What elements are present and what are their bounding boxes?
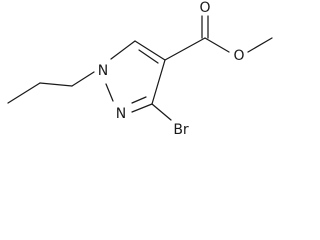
bond-o-ester-methyl bbox=[247, 37, 273, 53]
bond-c3-n2-inner bbox=[131, 96, 147, 104]
bond-c5-c4 bbox=[134, 40, 166, 61]
pyrazole-ring bbox=[105, 40, 166, 113]
atom-label-o-ester: O bbox=[233, 48, 244, 64]
bond-carbonyl-o-ester bbox=[204, 37, 230, 53]
bond-c4-c3 bbox=[151, 59, 166, 105]
ester-group bbox=[164, 15, 273, 61]
atom-label-n2: N bbox=[116, 106, 126, 122]
bond-n2-n1 bbox=[105, 83, 114, 102]
bond-propyl-ch2-n1 bbox=[71, 71, 95, 87]
bond-c5-c4-inner bbox=[138, 49, 159, 64]
bond-propyl-ch2-ch2 bbox=[39, 82, 73, 87]
atom-label-br: Br bbox=[173, 122, 189, 138]
molecule-structure: N N Br O O bbox=[7, 0, 273, 138]
atom-label-o-carbonyl: O bbox=[199, 0, 210, 16]
bond-c4-carbonyl-c bbox=[164, 37, 206, 61]
bond-c3-br bbox=[151, 103, 172, 121]
propyl-chain bbox=[7, 71, 95, 104]
atom-label-n1: N bbox=[98, 63, 108, 79]
bond-c3-n2 bbox=[131, 103, 153, 113]
bond-n1-c5 bbox=[110, 40, 136, 60]
bond-propyl-ch3-ch2 bbox=[7, 82, 41, 104]
